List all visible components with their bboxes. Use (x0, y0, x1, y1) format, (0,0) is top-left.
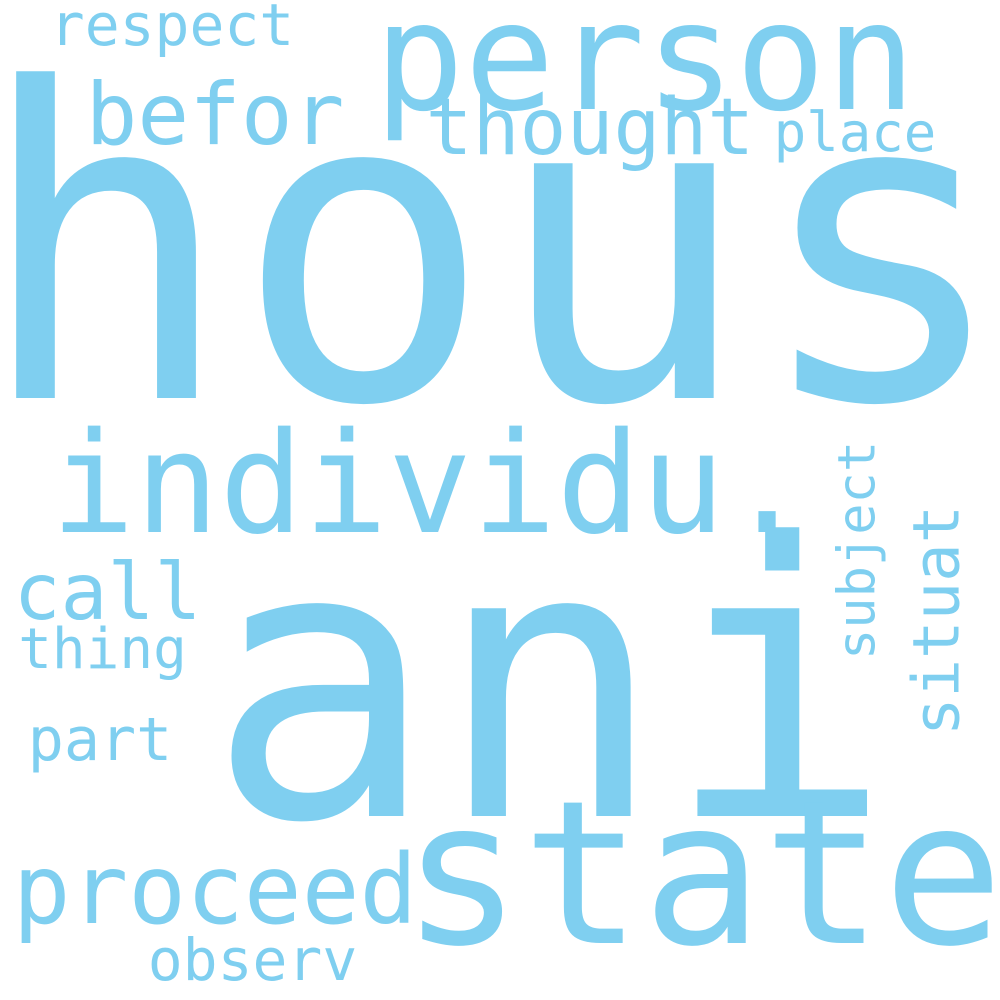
word-ani: ani (206, 463, 894, 906)
word-thought: thought (425, 82, 755, 173)
word-place: place (773, 100, 937, 164)
word-person: person (374, 0, 916, 145)
word-hous: hous (0, 0, 1000, 500)
word-observ: observ (147, 926, 358, 994)
word-befor: befor (85, 65, 345, 165)
word-proceed: proceed (12, 834, 418, 946)
word-situat: situat (900, 504, 975, 736)
word-thing: thing (18, 617, 187, 682)
word-part: part (27, 705, 173, 775)
word-subject: subject (827, 440, 888, 660)
word-individu: individu. (50, 403, 810, 566)
word-call: call (13, 547, 202, 638)
word-respect: respect (49, 0, 295, 59)
word-state: state (401, 758, 1000, 991)
